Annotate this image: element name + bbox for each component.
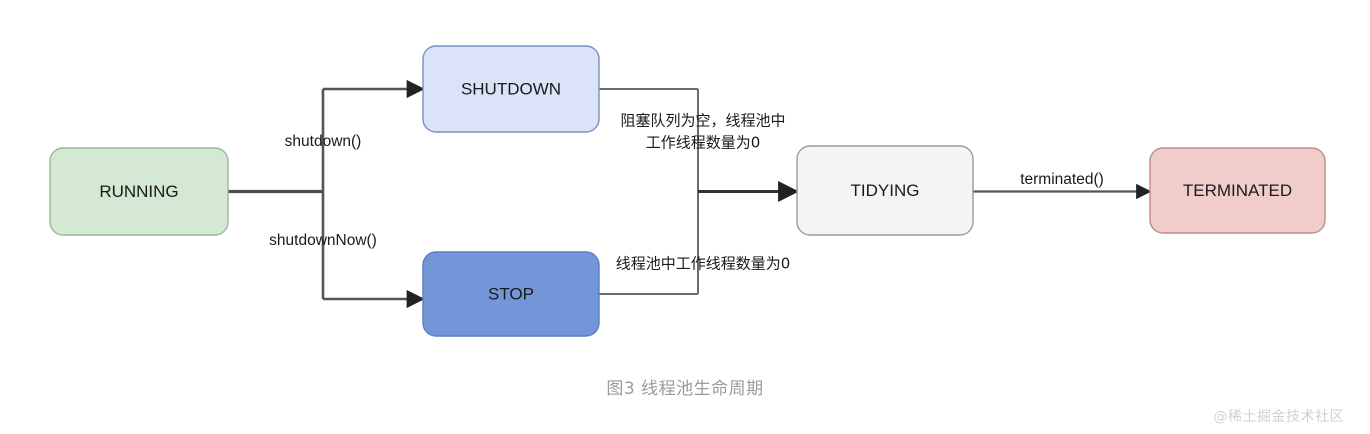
node-terminated[interactable]: TERMINATED	[1149, 147, 1326, 234]
node-shutdown[interactable]: SHUTDOWN	[422, 45, 600, 133]
edge-label-stop-to-tidying: 线程池中工作线程数量为0	[616, 255, 791, 273]
node-tidying[interactable]: TIDYING	[796, 145, 974, 236]
node-stop-label: STOP	[488, 284, 534, 303]
edge-label-shutdown-now: shutdownNow()	[269, 232, 377, 249]
edge-label-shutdown: shutdown()	[285, 133, 362, 150]
node-running-label: RUNNING	[99, 182, 178, 201]
node-tidying-shape	[796, 145, 974, 236]
node-running[interactable]: RUNNING	[49, 147, 229, 236]
edge-label-terminated: terminated()	[1020, 171, 1104, 188]
node-running-shape	[49, 147, 229, 236]
node-terminated-label: TERMINATED	[1183, 181, 1292, 200]
watermark: @稀土掘金技术社区	[1213, 409, 1344, 425]
node-tidying-label: TIDYING	[851, 181, 920, 200]
node-stop[interactable]: STOP	[422, 251, 600, 337]
edge-label-shutdown-to-tidying-line2: 工作线程数量为0	[646, 134, 761, 152]
figure-caption: 图3 线程池生命周期	[606, 379, 764, 399]
node-terminated-shape	[1149, 147, 1326, 234]
node-stop-shape	[422, 251, 600, 337]
edge-running-to-split	[228, 89, 325, 299]
node-shutdown-label: SHUTDOWN	[461, 79, 561, 98]
node-shutdown-shape	[422, 45, 600, 133]
edge-label-shutdown-to-tidying-line1: 阻塞队列为空，线程池中	[620, 112, 785, 130]
